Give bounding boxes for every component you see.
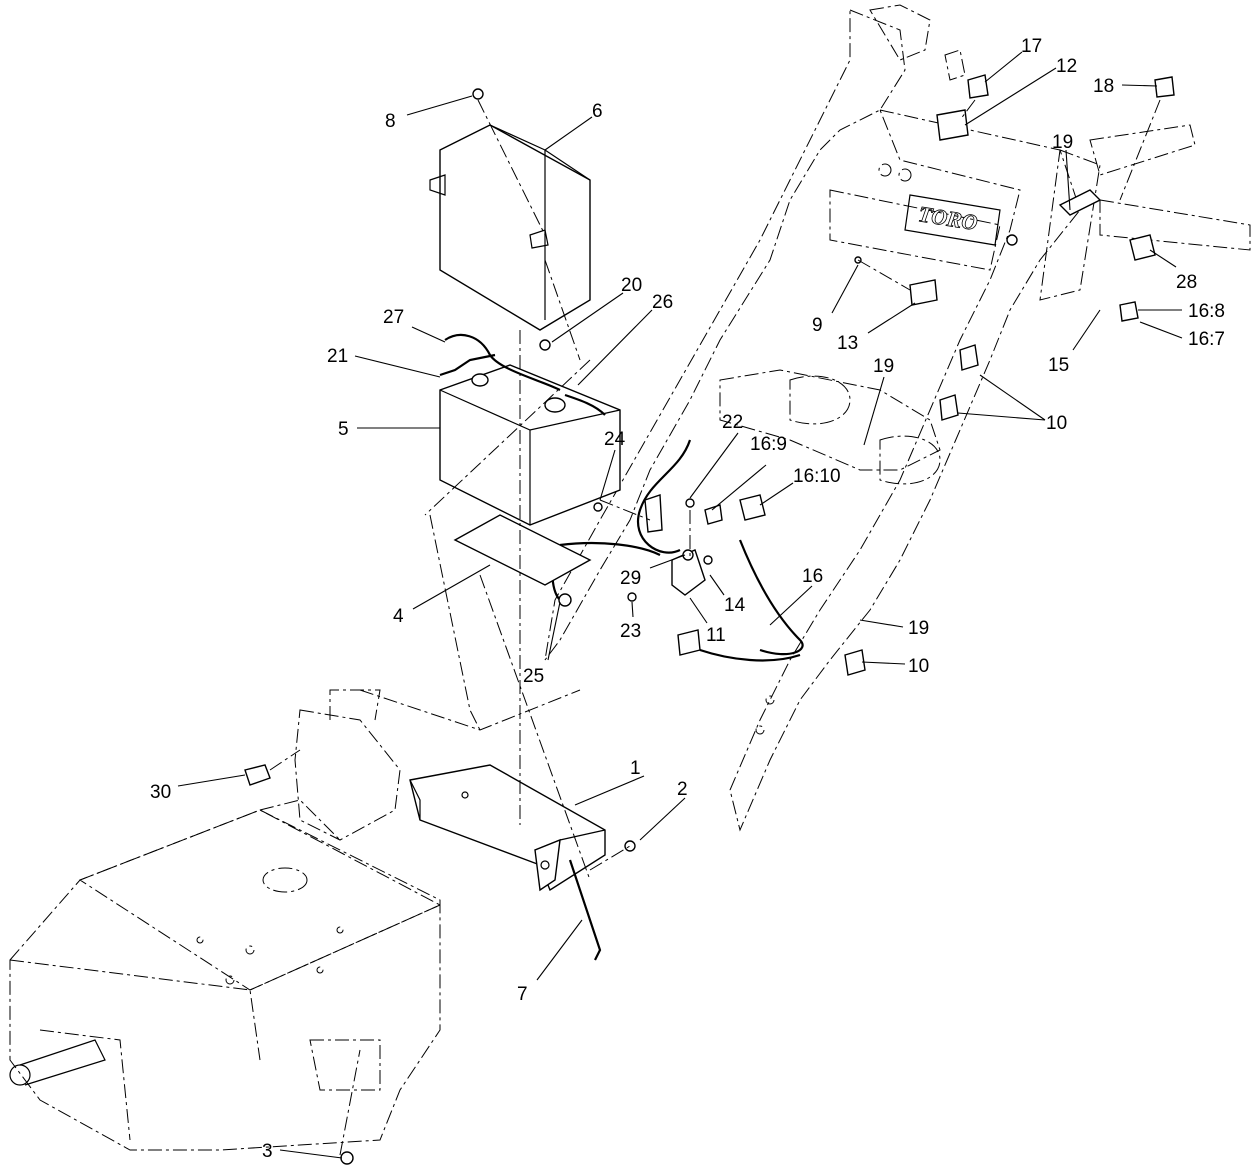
callout-19-upper: 19 bbox=[1052, 132, 1073, 153]
nut-3 bbox=[340, 1151, 354, 1165]
callout-2: 2 bbox=[677, 779, 688, 800]
callout-24: 24 bbox=[604, 429, 626, 450]
callout-9: 9 bbox=[812, 315, 823, 336]
callout-29: 29 bbox=[620, 568, 641, 589]
battery bbox=[439, 364, 621, 526]
callout-11: 11 bbox=[706, 625, 726, 646]
callout-15: 15 bbox=[1048, 355, 1069, 376]
callout-16-10: 16:10 bbox=[793, 466, 841, 487]
starter-solenoid bbox=[671, 549, 713, 596]
screw-24 bbox=[593, 502, 603, 512]
callout-4: 4 bbox=[393, 606, 404, 627]
callout-30: 30 bbox=[150, 782, 171, 803]
callout-23: 23 bbox=[620, 621, 641, 642]
callout-1: 1 bbox=[630, 758, 641, 779]
callout-16: 16 bbox=[802, 566, 823, 587]
battery-cover bbox=[429, 124, 591, 331]
callout-7: 7 bbox=[517, 984, 528, 1005]
hardware bbox=[340, 88, 862, 1165]
bolt-2 bbox=[624, 840, 636, 852]
callout-16-9: 16:9 bbox=[750, 434, 787, 455]
callout-14: 14 bbox=[724, 595, 746, 616]
callout-20: 20 bbox=[621, 275, 642, 296]
callout-18: 18 bbox=[1093, 76, 1114, 97]
handle-frame bbox=[544, 4, 1251, 832]
callout-10-upper: 10 bbox=[1046, 413, 1067, 434]
callout-3: 3 bbox=[262, 1141, 273, 1162]
bracket-part bbox=[244, 764, 271, 786]
callout-6: 6 bbox=[592, 101, 603, 122]
washer-22 bbox=[685, 498, 695, 508]
callout-5: 5 bbox=[338, 419, 349, 440]
harness-connectors bbox=[644, 494, 766, 656]
callout-26: 26 bbox=[652, 292, 673, 313]
callout-16-7: 16:7 bbox=[1188, 329, 1225, 350]
callout-28: 28 bbox=[1176, 272, 1197, 293]
callout-12: 12 bbox=[1056, 56, 1077, 77]
nut-20 bbox=[539, 339, 551, 351]
switch-parts bbox=[844, 74, 1175, 676]
nut-23 bbox=[627, 592, 637, 602]
callout-10-lower: 10 bbox=[908, 656, 929, 677]
callout-22: 22 bbox=[722, 412, 743, 433]
callout-8: 8 bbox=[385, 111, 396, 132]
callout-27: 27 bbox=[383, 307, 404, 328]
callout-19-middle: 19 bbox=[873, 356, 894, 377]
callout-16-8: 16:8 bbox=[1188, 301, 1225, 322]
chassis-housing bbox=[9, 689, 581, 1151]
callout-25: 25 bbox=[523, 666, 544, 687]
callout-21: 21 bbox=[327, 346, 348, 367]
callout-13: 13 bbox=[837, 333, 858, 354]
callout-19-lower: 19 bbox=[908, 618, 929, 639]
nut-8 bbox=[472, 88, 484, 100]
hold-down-rod bbox=[568, 859, 602, 961]
assembly-lines bbox=[269, 99, 1161, 1156]
leader-lines bbox=[177, 51, 1183, 1159]
brand-logo-text: TORO bbox=[917, 201, 980, 235]
battery-mat bbox=[453, 514, 592, 586]
callout-labels: 8 6 20 26 27 21 5 4 24 22 16:9 16:10 29 … bbox=[150, 36, 1225, 1162]
callout-17: 17 bbox=[1021, 36, 1042, 57]
brand-decal: TORO bbox=[904, 194, 1001, 246]
battery-tray bbox=[409, 764, 606, 892]
